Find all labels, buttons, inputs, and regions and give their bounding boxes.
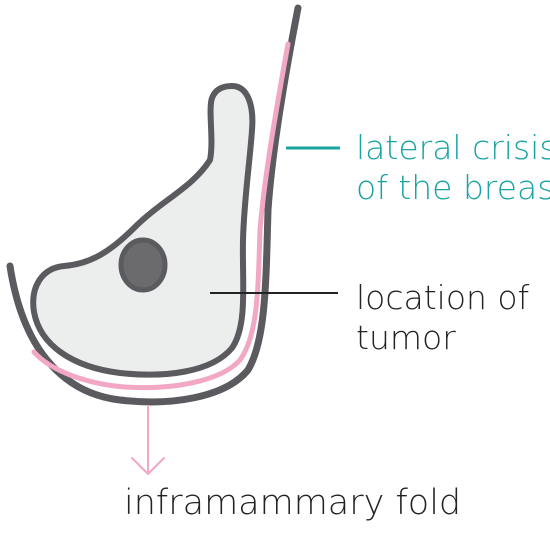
lateral-crisis-label: lateral crisis of the breast [356,128,550,209]
gland-tissue [30,83,256,378]
inframammary-arrow-head [131,457,165,475]
lateral-crisis-label-line-2: of the breast [356,168,550,208]
tumor-location-label: location of tumor [356,278,529,359]
inframammary-fold-label: inframammary fold [124,483,462,523]
outer-skin-outline [6,4,302,406]
tumor-location-label-line-2: tumor [356,318,456,358]
lateral-crisis-label-line-1: lateral crisis [356,128,550,167]
lateral-crisis-line [31,41,291,391]
tumor [118,237,168,293]
tumor-location-label-line-1: location of [356,278,530,317]
